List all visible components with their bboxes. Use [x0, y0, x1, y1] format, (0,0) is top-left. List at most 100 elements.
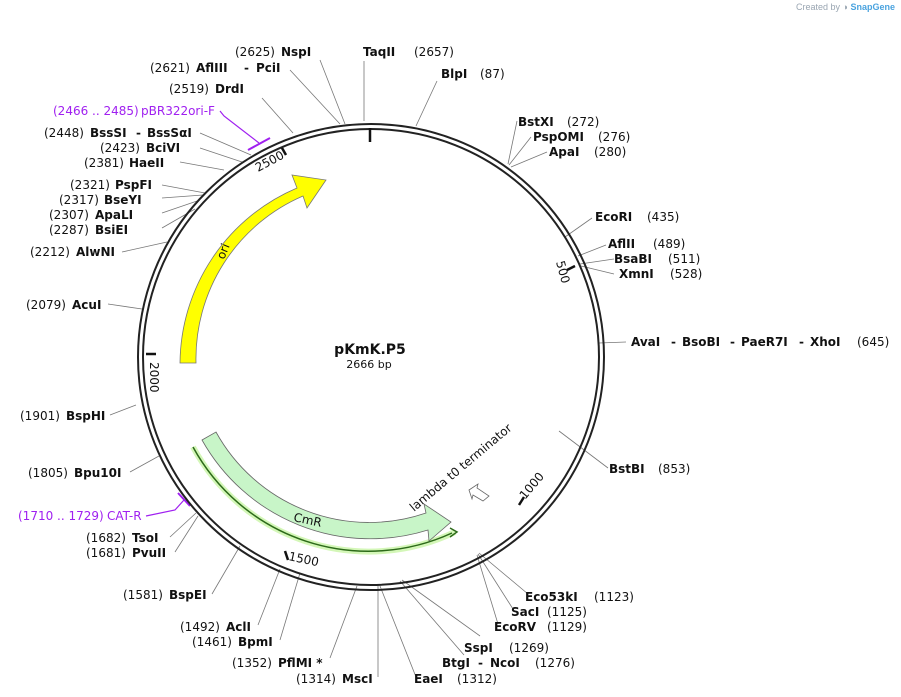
site-pos-pspfi: (2321) [70, 178, 110, 192]
site-name-pflmi: PflMI * [278, 656, 323, 670]
site-name-apali: ApaLI [95, 208, 133, 222]
site-name-bsabi: BsaBI [614, 252, 652, 266]
site-pos-eco53ki: (1123) [594, 590, 634, 604]
credit-brand: SnapGene [850, 2, 895, 12]
plasmid-name: pKmK.P5 [334, 342, 406, 358]
site-sep-bsssi: - [136, 126, 141, 140]
tick-label-1500: 1500 [287, 549, 320, 569]
cmr-label: CmR [292, 510, 323, 530]
ori-feature-arrow [179, 174, 327, 364]
site-name-pspfi: PspFI [115, 178, 152, 192]
tick-label-2000: 2000 [147, 362, 161, 393]
cmr-highlight-line [192, 446, 453, 552]
site-pos-afliii: (2621) [150, 61, 190, 75]
site-pos-bseyi: (2317) [59, 193, 99, 207]
site-pos-eaei: (1312) [457, 672, 497, 686]
site-pos-alwni: (2212) [30, 245, 70, 259]
site-name-xmni: XmnI [619, 267, 654, 281]
site-pos-acli: (1492) [180, 620, 220, 634]
site-name-xhoi: XhoI [810, 335, 841, 349]
site-pos-drdi: (2519) [169, 82, 209, 96]
site-pos-bsabi: (511) [668, 252, 700, 266]
ori-label: ori [214, 241, 233, 261]
site-name-bpmi: BpmI [238, 635, 273, 649]
site-pos-bpu10i: (1805) [28, 466, 68, 480]
site-pos-saci: (1125) [547, 605, 587, 619]
plasmid-length: 2666 bp [346, 358, 391, 371]
site-name-bstbi: BstBI [609, 462, 645, 476]
site-name-psppomi: PspOMI [533, 130, 584, 144]
site-name-bcivi: BciVI [146, 141, 180, 155]
site-name-taqii: TaqII [363, 45, 395, 59]
site-name-ecori: EcoRI [595, 210, 632, 224]
site-pos-psppomi: (276) [598, 130, 630, 144]
site-name-saci: SacI [511, 605, 539, 619]
site-pos-bsphi: (1901) [20, 409, 60, 423]
site-name-acli: AclI [226, 620, 251, 634]
site-pos-xhoi: (645) [857, 335, 889, 349]
site-pos-pflmi: (1352) [232, 656, 272, 670]
primer-pos-pbr322ori-f: (2466 .. 2485) [53, 104, 139, 118]
site-pos-blpi: (87) [480, 67, 505, 81]
site-pos-bstxi: (272) [567, 115, 599, 129]
site-pos-sspi: (1269) [509, 641, 549, 655]
site-name-pcii: PciI [256, 61, 281, 75]
site-pos-ecorv: (1129) [547, 620, 587, 634]
site-name-blpi: BlpI [441, 67, 467, 81]
site-name-avai: AvaI [631, 335, 660, 349]
site-sep-btgi: - [478, 656, 483, 670]
site-pos-apai: (280) [594, 145, 626, 159]
site-sep-avai: - [671, 335, 676, 349]
site-name-bspei: BspEI [169, 588, 207, 602]
site-name-aflii: AflII [608, 237, 635, 251]
site-name-bstxi: BstXI [518, 115, 554, 129]
site-pos-nspi: (2625) [235, 45, 275, 59]
snapgene-credit: Created by ◑ SnapGene [796, 2, 895, 12]
site-name-msci: MscI [342, 672, 373, 686]
snapgene-logo-icon: ◑ [842, 2, 848, 12]
site-pos-bsiei: (2287) [49, 223, 89, 237]
site-name-tsoi: TsoI [132, 531, 158, 545]
site-name-acui: AcuI [72, 298, 101, 312]
cmr-feature-arrow [201, 431, 452, 542]
site-name-nspi: NspI [281, 45, 311, 59]
site-name-btgi: BtgI [442, 656, 470, 670]
site-pos-bsssi: (2448) [44, 126, 84, 140]
site-name-bpu10i: Bpu10I [74, 466, 121, 480]
site-name-apai: ApaI [549, 145, 579, 159]
credit-prefix: Created by [795, 2, 841, 12]
site-pos-xmni: (528) [670, 267, 702, 281]
site-connectors [107, 59, 627, 678]
site-sep-bsobi: - [730, 335, 735, 349]
primer-markers [145, 110, 271, 517]
site-name-bsssαi: BssSαI [147, 126, 192, 140]
site-pos-taqii: (2657) [414, 45, 454, 59]
site-pos-bspei: (1581) [123, 588, 163, 602]
site-pos-bpmi: (1461) [192, 635, 232, 649]
primer-name-cat-r: CAT-R [107, 509, 142, 523]
cmr-highlight-arrowhead [449, 527, 459, 538]
site-pos-ecori: (435) [647, 210, 679, 224]
site-pos-haeii: (2381) [84, 156, 124, 170]
site-name-bsiei: BsiEI [95, 223, 128, 237]
site-name-bsssi: BssSI [90, 126, 127, 140]
site-name-afliii: AflIII [196, 61, 228, 75]
site-name-bseyi: BseYI [104, 193, 142, 207]
site-pos-acui: (2079) [26, 298, 66, 312]
site-pos-bcivi: (2423) [100, 141, 140, 155]
primer-name-pbr322ori-f: pBR322ori-F [141, 104, 215, 118]
site-sep-afliii: - [244, 61, 249, 75]
primer-pos-cat-r: (1710 .. 1729) [18, 509, 104, 523]
tick-label-500: 500 [553, 259, 572, 285]
site-pos-apali: (2307) [49, 208, 89, 222]
site-name-pvuii: PvuII [132, 546, 166, 560]
site-pos-tsoi: (1682) [86, 531, 126, 545]
site-name-alwni: AlwNI [76, 245, 115, 259]
site-name-bsphi: BspHI [66, 409, 105, 423]
site-sep-paer7i: - [799, 335, 804, 349]
site-name-ecorv: EcoRV [494, 620, 537, 634]
site-name-bsobi: BsoBI [682, 335, 720, 349]
site-pos-msci: (1314) [296, 672, 336, 686]
site-name-haeii: HaeII [129, 156, 164, 170]
